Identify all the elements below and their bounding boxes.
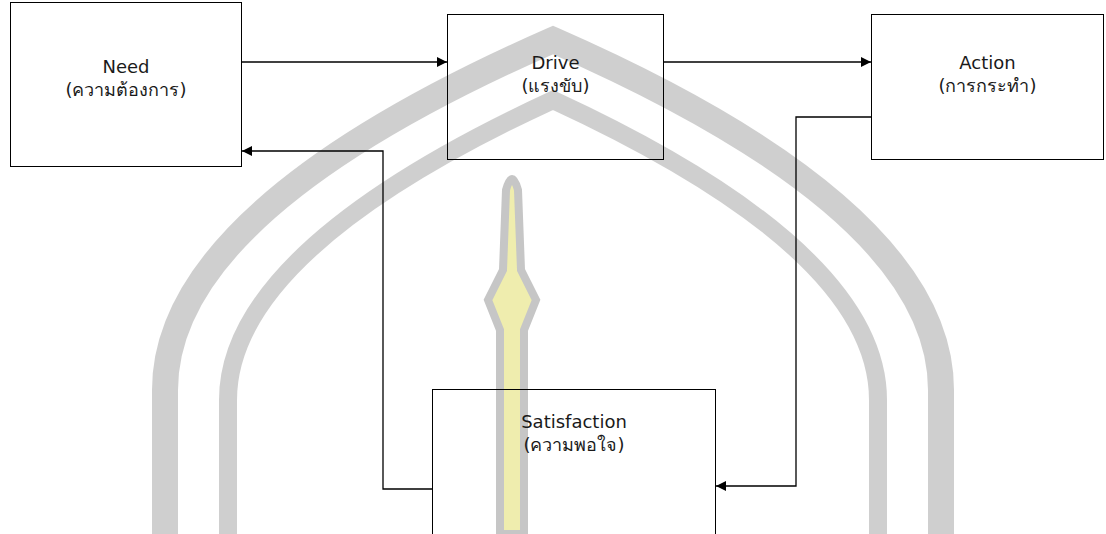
box-subtitle: (ความต้องการ) (65, 78, 186, 101)
box-title: Satisfaction (521, 410, 627, 433)
flow-arrow (716, 117, 871, 486)
flow-arrow (242, 61, 447, 62)
box-title: Need (102, 55, 149, 78)
watermark-arch (228, 100, 878, 534)
process-box: Need(ความต้องการ) (10, 2, 242, 167)
watermark-arch (165, 40, 941, 534)
box-subtitle: (แรงขับ) (521, 74, 589, 97)
process-box: Action(การกระทำ) (871, 14, 1104, 160)
watermark-spire (488, 179, 536, 534)
flow-arrow (242, 151, 432, 489)
box-title: Action (959, 51, 1015, 74)
box-subtitle: (การกระทำ) (938, 74, 1036, 97)
box-subtitle: (ความพอใจ) (523, 433, 624, 456)
flow-arrow (664, 61, 871, 62)
box-title: Drive (532, 51, 580, 74)
process-box: Drive(แรงขับ) (447, 14, 664, 160)
process-box: Satisfaction(ความพอใจ) (432, 389, 716, 534)
